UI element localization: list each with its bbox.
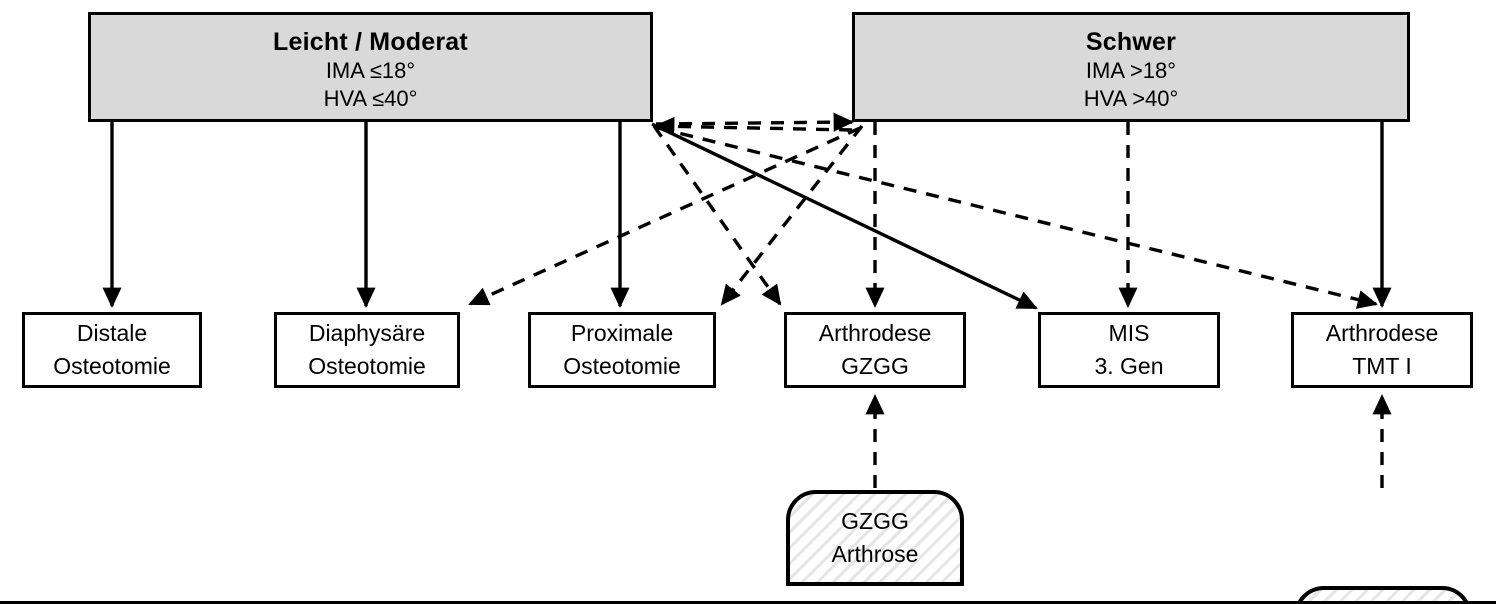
treatment-node-distale-osteotomie: Distale Osteotomie [22, 312, 202, 388]
treatment-node-mis-3-gen: MIS 3. Gen [1038, 312, 1220, 388]
treatment-label-line-1: Arthrodese [1325, 320, 1439, 346]
condition-label-line-1: GZGG [841, 508, 909, 534]
severity-node-leicht-moderat: Leicht / Moderat IMA ≤18° HVA ≤40° [88, 12, 653, 122]
bottom-frame-rule [0, 601, 1496, 604]
treatment-label-line-2: Osteotomie [53, 353, 171, 379]
edge-leicht-to-mis [651, 122, 1038, 310]
treatment-label-line-2: Osteotomie [563, 353, 681, 379]
treatment-label-line-1: Proximale [570, 320, 674, 346]
treatment-node-diaphysaere-osteotomie: Diaphysäre Osteotomie [274, 312, 460, 388]
severity-node-schwer: Schwer IMA >18° HVA >40° [852, 12, 1410, 122]
edges [102, 112, 1392, 488]
edge-schwer-to-leicht [653, 116, 853, 136]
edge-schwer-to-diaphysaere [468, 126, 861, 306]
edge-leicht-to-schwer [655, 112, 855, 132]
condition-label-line-2: Arthrose [831, 541, 919, 567]
treatment-label-line-1: Diaphysäre [308, 320, 426, 346]
treatment-label-line-2: 3. Gen [1094, 353, 1164, 379]
edge-schwer-to-proximale [720, 124, 864, 306]
hatch-pattern [790, 494, 960, 582]
treatment-label-line-2: Osteotomie [308, 353, 426, 379]
severity-title: Schwer [1085, 28, 1177, 56]
edge-leicht-to-arthrodese-gzgg [652, 125, 782, 306]
severity-criterion-hva: HVA ≤40° [323, 86, 418, 111]
treatment-node-arthrodese-gzgg: Arthrodese GZGG [784, 312, 966, 388]
severity-criterion-ima: IMA ≤18° [325, 58, 416, 83]
hatch-pattern [1298, 590, 1468, 604]
condition-node-tmt-i-instabilitaet: TMT I Instabilität [1294, 586, 1472, 604]
treatment-label-line-1: MIS [1108, 320, 1150, 346]
treatment-label-line-1: Distale [76, 320, 148, 346]
treatment-node-proximale-osteotomie: Proximale Osteotomie [528, 312, 716, 388]
severity-title: Leicht / Moderat [273, 28, 468, 56]
treatment-node-arthrodese-tmt-i: Arthrodese TMT I [1291, 312, 1473, 388]
edge-leicht-to-tmt-arthrodese [657, 126, 1378, 309]
treatment-label-line-2: GZGG [841, 353, 909, 379]
severity-criterion-hva: HVA >40° [1083, 86, 1179, 111]
severity-criterion-ima: IMA >18° [1085, 58, 1177, 83]
treatment-label-line-2: TMT I [1352, 353, 1412, 379]
treatment-label-line-1: Arthrodese [818, 320, 932, 346]
condition-node-gzgg-arthrose: GZGG Arthrose [786, 490, 964, 586]
